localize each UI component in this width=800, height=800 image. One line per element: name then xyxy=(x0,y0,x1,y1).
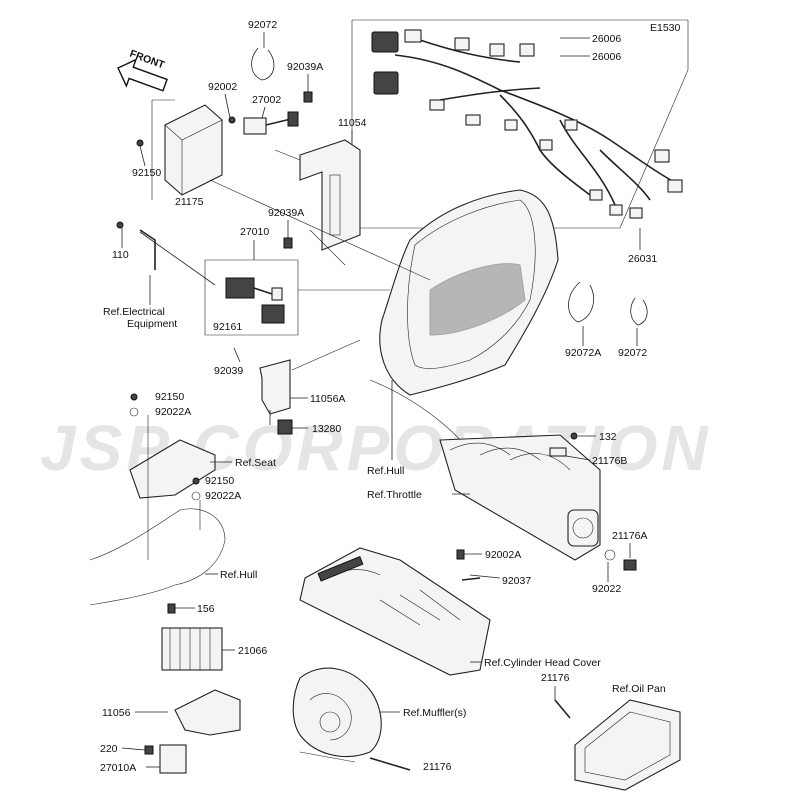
regulator-21066 xyxy=(161,627,223,671)
ref-throttle: Ref.Throttle xyxy=(367,489,422,501)
part-label-92037: 92037 xyxy=(502,575,531,587)
ref-seat: Ref.Seat xyxy=(235,457,276,469)
part-label-92039A-top: 92039A xyxy=(287,61,323,73)
part-label-92072-right: 92072 xyxy=(618,347,647,359)
part-label-26006-b: 26006 xyxy=(592,51,621,63)
part-label-11054: 11054 xyxy=(338,117,367,129)
part-label-21176-bottom: 21176 xyxy=(423,761,452,773)
part-label-27002: 27002 xyxy=(252,94,281,106)
part-label-92022: 92022 xyxy=(592,583,621,595)
ecu-21175 xyxy=(164,104,223,196)
part-label-92150-seat2: 92150 xyxy=(205,475,234,487)
ref-electrical-line1: Ref.Electrical xyxy=(103,306,165,318)
part-label-92039A-mid: 92039A xyxy=(268,207,304,219)
part-label-110: 110 xyxy=(112,249,129,261)
part-label-11056: 11056 xyxy=(102,707,131,719)
part-label-21066: 21066 xyxy=(238,645,267,657)
ref-cylinder-head-cover: Ref.Cylinder Head Cover xyxy=(484,657,601,669)
part-label-92150-seat1: 92150 xyxy=(155,391,184,403)
part-label-132: 132 xyxy=(599,431,617,443)
part-label-92150-left: 92150 xyxy=(132,167,161,179)
bracket-11054 xyxy=(299,139,361,266)
part-label-92002: 92002 xyxy=(208,81,237,93)
ref-hull-mid: Ref.Hull xyxy=(367,465,404,477)
part-label-21176A: 21176A xyxy=(612,530,647,542)
ref-hull-left: Ref.Hull xyxy=(220,569,257,581)
part-label-26031: 26031 xyxy=(628,253,657,265)
part-label-220: 220 xyxy=(100,743,118,755)
part-label-11056A: 11056A xyxy=(310,393,345,405)
diagram-code: E1530 xyxy=(650,22,681,34)
part-label-92161: 92161 xyxy=(213,321,242,333)
part-label-92072A: 92072A xyxy=(565,347,601,359)
part-label-92002A: 92002A xyxy=(485,549,521,561)
part-label-21176-top: 21176 xyxy=(541,672,570,684)
hull-opening xyxy=(369,189,559,471)
part-label-26006-a: 26006 xyxy=(592,33,621,45)
cylinder-head-cover xyxy=(299,547,491,676)
muffler xyxy=(292,667,382,758)
front-arrow-icon xyxy=(117,58,168,92)
ref-mufflers: Ref.Muffler(s) xyxy=(403,707,466,719)
throttle-body xyxy=(439,434,601,561)
part-label-21176B: 21176B xyxy=(592,455,627,467)
part-label-92022A-seat1: 92022A xyxy=(155,406,191,418)
oil-pan xyxy=(574,699,681,791)
part-label-27010A: 27010A xyxy=(100,762,136,774)
part-label-156: 156 xyxy=(197,603,215,615)
part-label-21175: 21175 xyxy=(175,196,204,208)
part-label-92072-top: 92072 xyxy=(248,19,277,31)
part-label-27010: 27010 xyxy=(240,226,269,238)
part-label-92022A-seat2: 92022A xyxy=(205,490,241,502)
part-label-13280: 13280 xyxy=(312,423,341,435)
ref-electrical-line2: Equipment xyxy=(127,318,177,330)
wiring-harness-26031 xyxy=(351,19,689,229)
part-label-92039: 92039 xyxy=(214,365,243,377)
ref-oil-pan: Ref.Oil Pan xyxy=(612,683,666,695)
